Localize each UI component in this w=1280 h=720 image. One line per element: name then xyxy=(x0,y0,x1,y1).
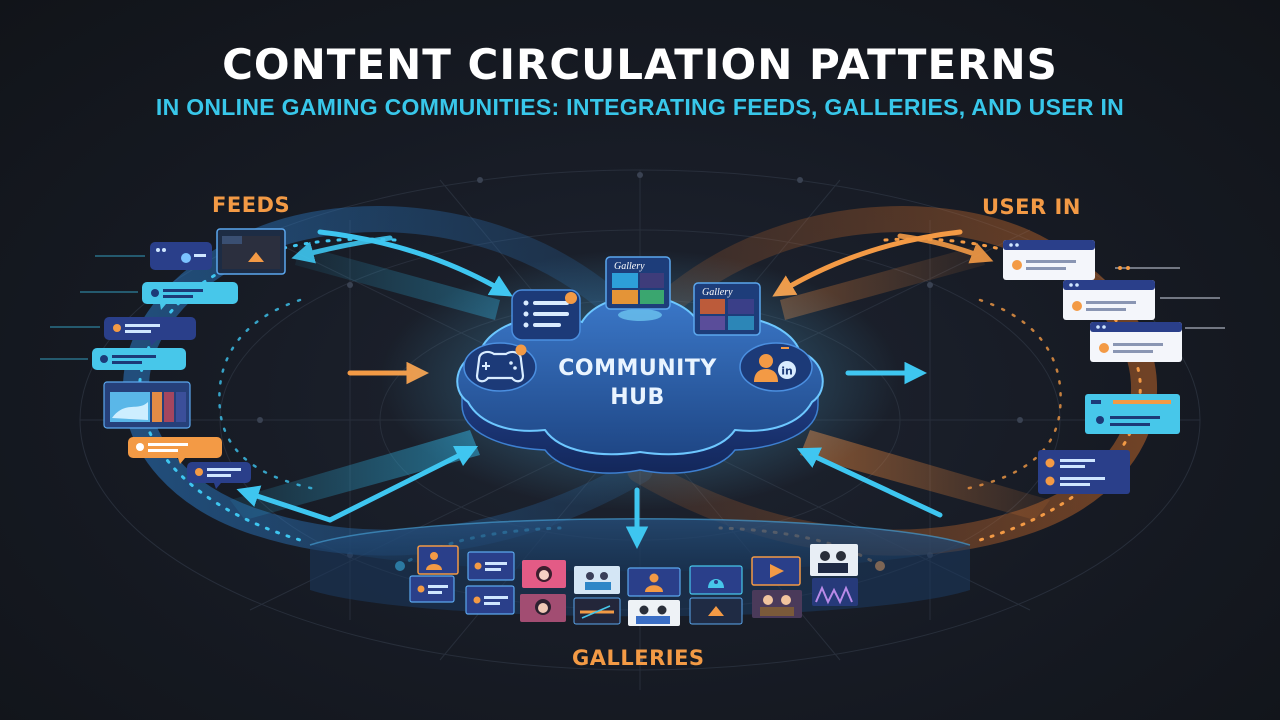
gallery-thumb-row2-5 xyxy=(628,600,680,626)
gallery-thumb-row1-2 xyxy=(467,551,515,581)
page-title: CONTENT CIRCULATION PATTERNS xyxy=(222,40,1058,89)
feeds-cards xyxy=(40,228,286,489)
feed-card-1 xyxy=(95,242,212,270)
hub-user-widget: in xyxy=(739,342,813,392)
gallery-thumb-row2-2 xyxy=(465,585,515,615)
feed-card-4 xyxy=(40,348,186,370)
feed-screenshot-card xyxy=(216,228,286,275)
hub-gallery-card-2: Gallery xyxy=(693,282,761,336)
user-card-2 xyxy=(1063,280,1220,320)
gallery-thumb-row2-8 xyxy=(812,578,858,606)
community-hub-label: COMMUNITY HUB xyxy=(520,354,755,412)
arrow-hub-to-feeds-lower xyxy=(236,485,333,523)
gallery-card-2-label: Gallery xyxy=(702,287,733,298)
hub-label-line-1: COMMUNITY xyxy=(558,356,717,381)
gallery-thumb-row1-3 xyxy=(522,560,566,588)
gallery-thumb-row2-1 xyxy=(409,575,455,603)
gallery-thumb-row2-7 xyxy=(752,590,802,618)
feed-card-6 xyxy=(187,462,251,489)
play-icon xyxy=(770,564,784,578)
feeds-label: FEEDS xyxy=(212,193,291,217)
gallery-thumb-row1-4 xyxy=(574,566,620,594)
feed-image-card xyxy=(103,381,191,429)
gallery-thumb-row2-4 xyxy=(573,597,621,625)
feed-list-icon xyxy=(523,300,569,328)
user-card-5 xyxy=(1038,450,1130,494)
gallery-thumb-row2-3 xyxy=(520,594,566,622)
feed-card-3 xyxy=(50,317,196,346)
gallery-thumb-row1-8 xyxy=(810,544,858,576)
feeds-inner-dotted xyxy=(218,298,322,492)
gallery-card-1-label: Gallery xyxy=(614,261,645,272)
user-in-label: USER IN xyxy=(982,195,1081,219)
hub-gallery-card-1: Gallery xyxy=(605,256,671,310)
user-in-inner-dotted xyxy=(958,298,1062,492)
user-in-cards xyxy=(1003,240,1225,494)
arrow-hub-to-user-in xyxy=(897,233,994,264)
game-controller-icon xyxy=(475,350,525,383)
gallery-thumb-row2-6 xyxy=(689,597,743,625)
user-card-4 xyxy=(1085,394,1180,434)
gallery-thumb-row1-1 xyxy=(417,545,459,575)
user-card-3 xyxy=(1090,322,1225,362)
hub-in-badge: in xyxy=(781,365,793,378)
arrow-hub-to-feeds xyxy=(291,235,393,264)
gallery-thumb-row1-7 xyxy=(751,556,801,586)
hub-label-line-2: HUB xyxy=(610,385,665,410)
gallery-thumb-row1-6 xyxy=(689,565,743,595)
page-subtitle: IN ONLINE GAMING COMMUNITIES: INTEGRATIN… xyxy=(155,94,1125,120)
user-card-1 xyxy=(1003,240,1180,280)
gallery-thumb-row1-5 xyxy=(627,567,681,597)
feed-card-2 xyxy=(80,282,238,310)
user-profile-icon xyxy=(754,354,778,382)
hub-controller-widget xyxy=(463,342,537,392)
feed-card-5 xyxy=(128,437,222,464)
galleries-thumbnails xyxy=(409,544,858,626)
hub-feed-list-widget xyxy=(511,289,581,341)
galleries-label: GALLERIES xyxy=(572,646,705,670)
